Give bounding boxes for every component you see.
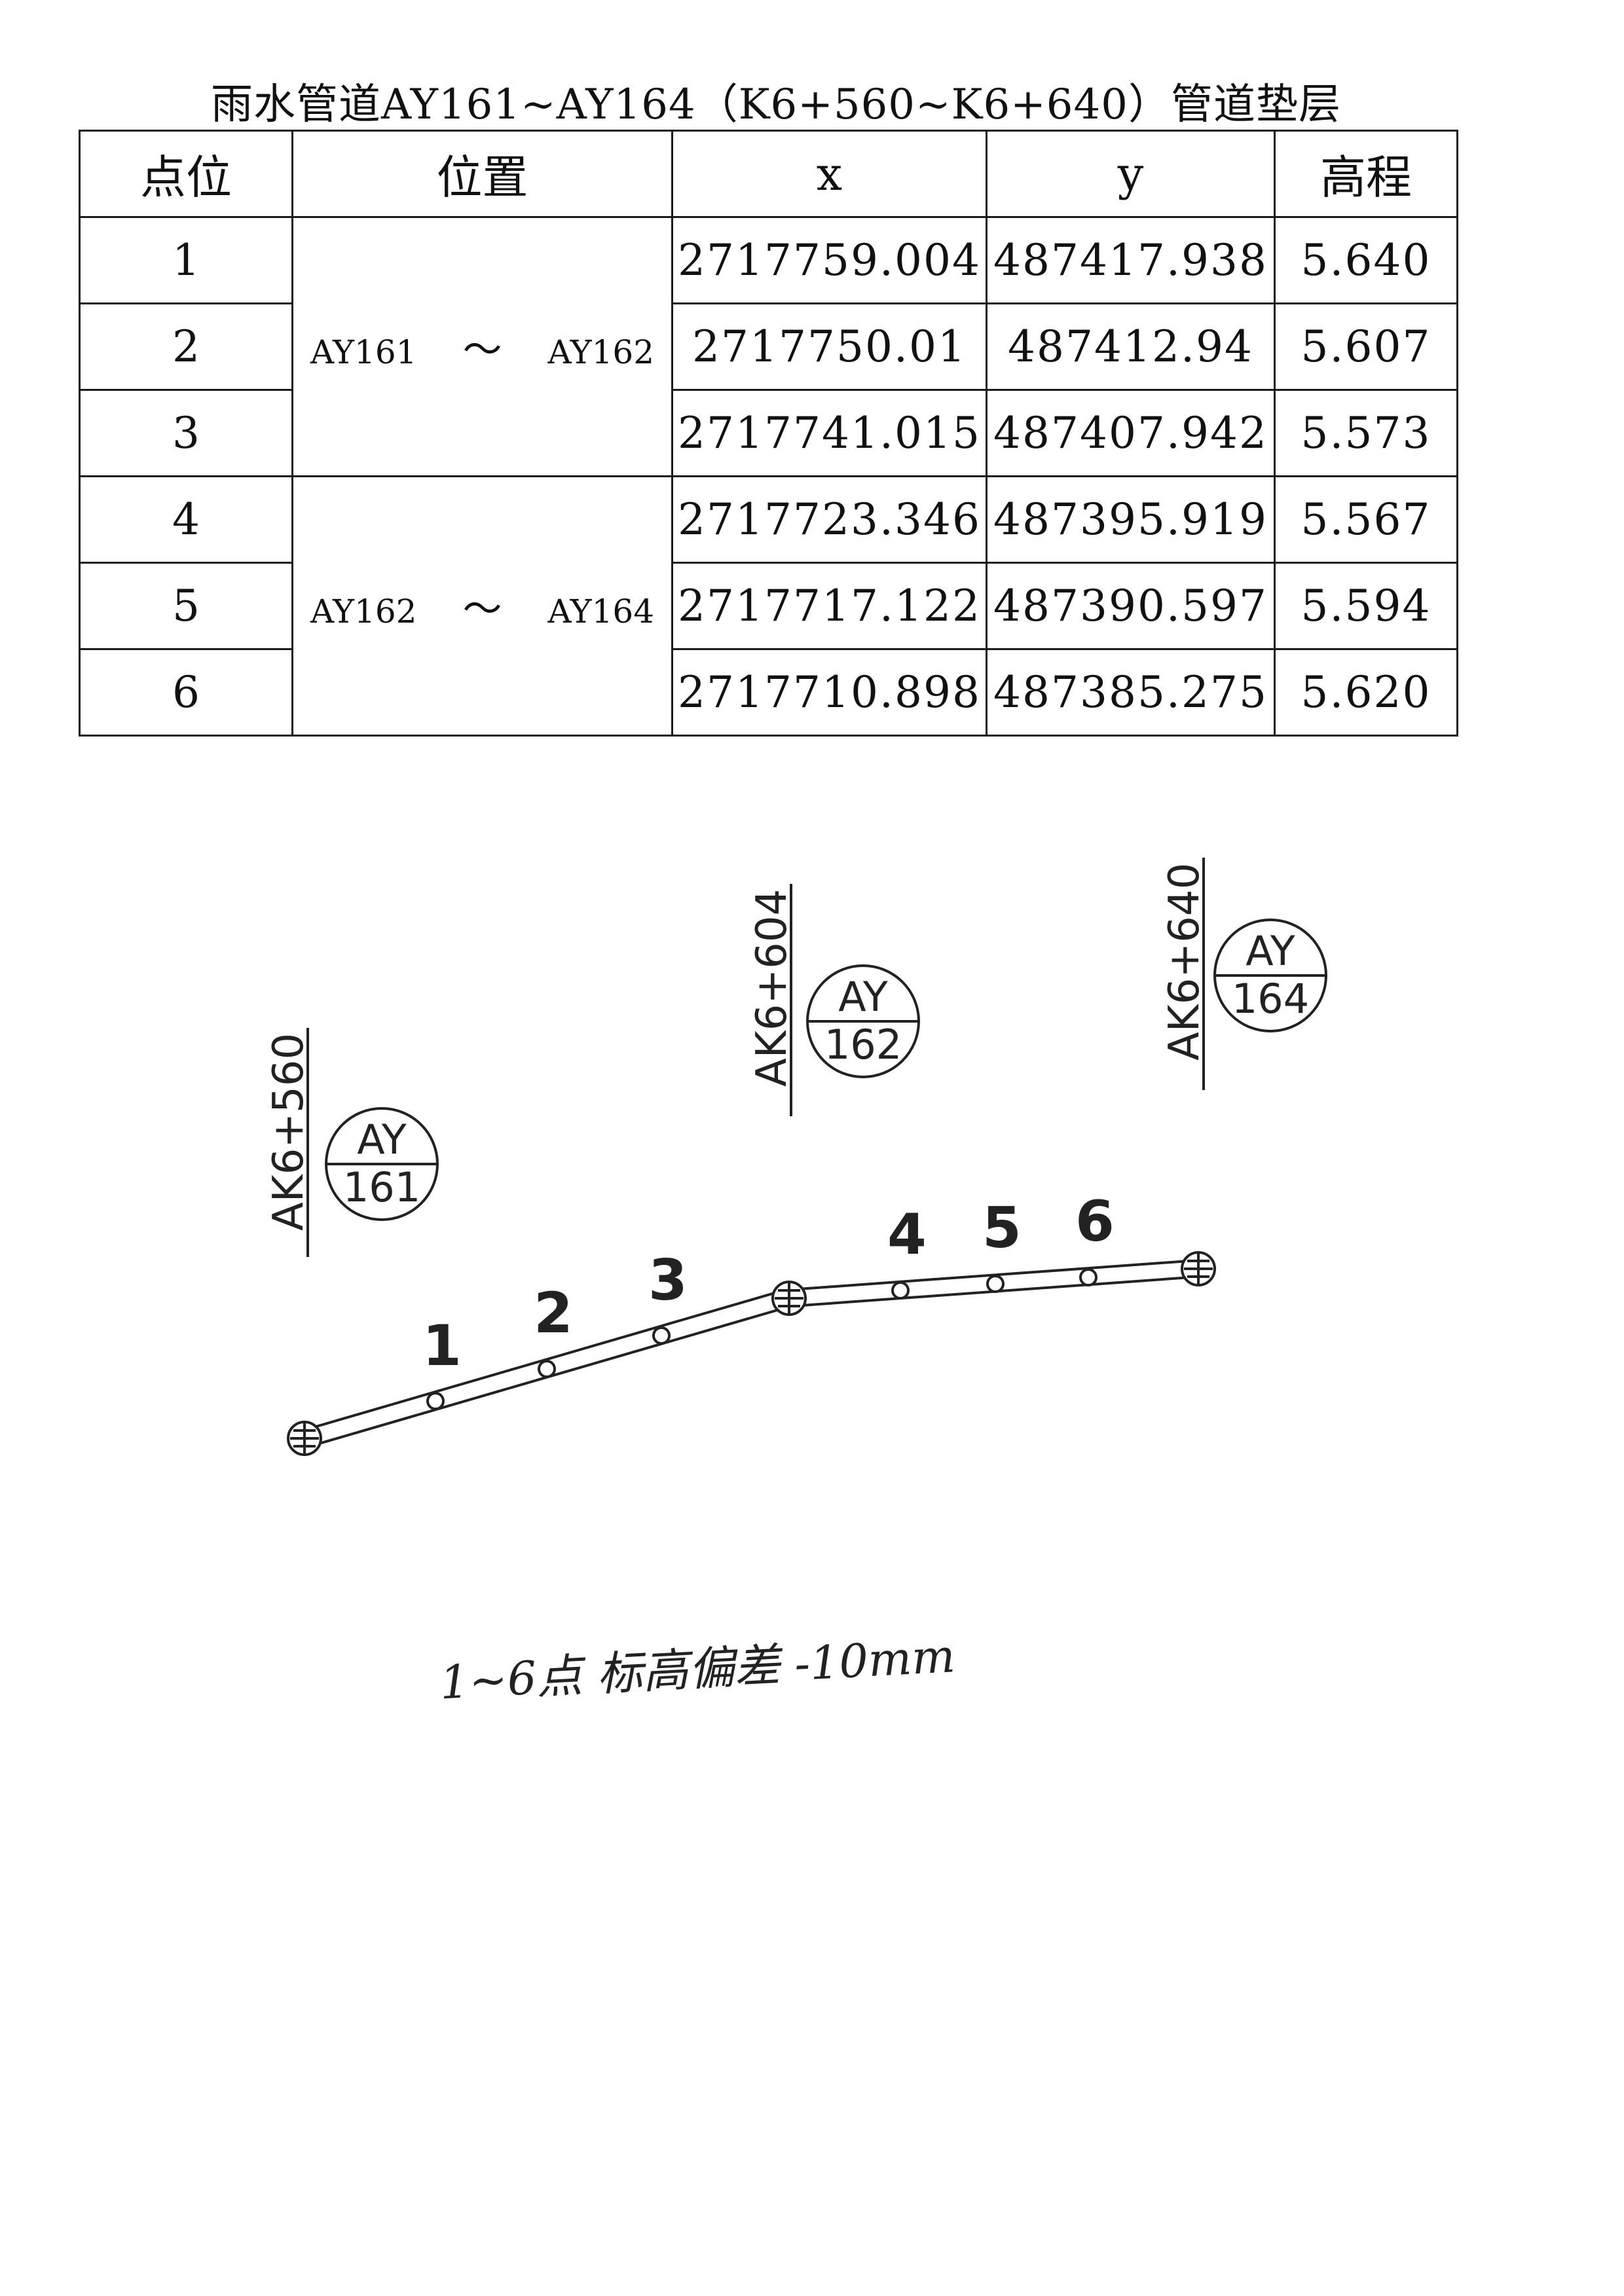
header-x: x (671, 130, 987, 218)
header-point: 点位 (79, 130, 293, 218)
manhole-id-top: AY (357, 1116, 407, 1163)
point-label-6: 6 (1075, 1189, 1115, 1254)
survey-table: 点位 位置 x y 高程 1 AY161 ～ AY162 2717759.004 4… (79, 130, 1458, 737)
point-markers (426, 1268, 1098, 1410)
cell-elevation: 5.573 (1274, 389, 1458, 477)
manhole-id-bottom: 164 (1232, 975, 1309, 1023)
location-to: AY164 (547, 592, 655, 630)
cell-x: 2717723.346 (671, 475, 987, 564)
table-header-row: 点位 位置 x y 高程 (79, 130, 1458, 218)
cell-point: 2 (79, 302, 293, 391)
pipe-segment-edge (302, 1288, 786, 1432)
table-row: 6 2717710.898 487385.275 5.620 (79, 648, 1458, 737)
cell-point: 5 (79, 562, 293, 650)
point-label-1: 1 (422, 1313, 462, 1379)
cell-x: 2717741.015 (671, 389, 987, 477)
table-row: 1 AY161 ～ AY162 2717759.004 487417.938 5.6… (79, 216, 1458, 477)
cell-y: 487390.597 (986, 562, 1276, 650)
table-row: 4 AY162 ～ AY164 2717723.346 487395.919 5.5… (79, 475, 1458, 737)
manhole-id-bottom: 161 (343, 1163, 420, 1211)
pipeline-plan-drawing: 1 2 3 4 5 6 AK6+560 AK6+604 AK6+640 AY 1… (265, 858, 1327, 1456)
point-marker-5 (986, 1275, 1005, 1293)
cell-point: 6 (79, 648, 293, 737)
manhole-symbol-164 (1181, 1251, 1216, 1286)
cell-location: AY162 ～ AY164 (291, 475, 673, 737)
location-to: AY162 (547, 333, 655, 371)
point-label-3: 3 (648, 1248, 688, 1313)
cell-point: 1 (79, 216, 293, 304)
cell-x: 2717750.01 (671, 302, 987, 391)
station-label-560: AK6+560 (265, 1033, 313, 1231)
handwritten-note-text: 1~6点 标高偏差 -10mm (439, 1629, 957, 1709)
header-elevation: 高程 (1274, 130, 1458, 218)
table-row: 2 2717750.01 487412.94 5.607 (79, 302, 1458, 391)
cell-y: 487407.942 (986, 389, 1276, 477)
cell-location: AY161 ～ AY162 (291, 216, 673, 477)
location-sep: ～ (462, 327, 502, 373)
table-row: 5 2717717.122 487390.597 5.594 (79, 562, 1458, 650)
cell-y: 487385.275 (986, 648, 1276, 737)
point-label-4: 4 (887, 1202, 927, 1267)
point-marker-4 (891, 1281, 910, 1300)
point-label-2: 2 (534, 1281, 573, 1346)
point-marker-3 (652, 1326, 671, 1345)
header-location: 位置 (291, 130, 673, 218)
station-underlines (306, 858, 1205, 1257)
manhole-id-162 (806, 964, 920, 1078)
manhole-id-top: AY (1246, 927, 1295, 975)
cell-point: 3 (79, 389, 293, 477)
cell-elevation: 5.594 (1274, 562, 1458, 650)
location-from: AY162 (310, 592, 417, 630)
point-label-5: 5 (982, 1195, 1022, 1261)
cell-elevation: 5.640 (1274, 216, 1458, 304)
manhole-id-164 (1213, 919, 1327, 1032)
location-from: AY161 (310, 333, 417, 371)
page-title: 雨水管道AY161~AY164（K6+560~K6+640）管道垫层 (211, 81, 1341, 129)
cell-y: 487412.94 (986, 302, 1276, 391)
point-marker-1 (426, 1392, 445, 1410)
point-marker-2 (538, 1360, 556, 1378)
cell-elevation: 5.620 (1274, 648, 1458, 737)
table-row: 3 2717741.015 487407.942 5.573 (79, 389, 1458, 477)
cell-elevation: 5.607 (1274, 302, 1458, 391)
cell-x: 2717759.004 (671, 216, 987, 304)
manhole-symbol-162 (771, 1281, 807, 1316)
cell-x: 2717717.122 (671, 562, 987, 650)
cell-x: 2717710.898 (671, 648, 987, 737)
header-y: y (986, 130, 1276, 218)
manhole-id-bottom: 162 (824, 1021, 902, 1068)
manhole-symbol-161 (287, 1421, 322, 1456)
station-label-640: AK6+640 (1160, 863, 1209, 1061)
cell-y: 487417.938 (986, 216, 1276, 304)
cell-point: 4 (79, 475, 293, 564)
manhole-id-top: AY (838, 973, 888, 1021)
cell-elevation: 5.567 (1274, 475, 1458, 564)
point-marker-6 (1079, 1268, 1098, 1286)
handwritten-note: 1~6点 标高偏差 -10mm (439, 1629, 957, 1709)
location-sep: ～ (462, 587, 502, 632)
cell-y: 487395.919 (986, 475, 1276, 564)
manhole-id-161 (325, 1107, 439, 1221)
station-label-604: AK6+604 (748, 889, 796, 1087)
